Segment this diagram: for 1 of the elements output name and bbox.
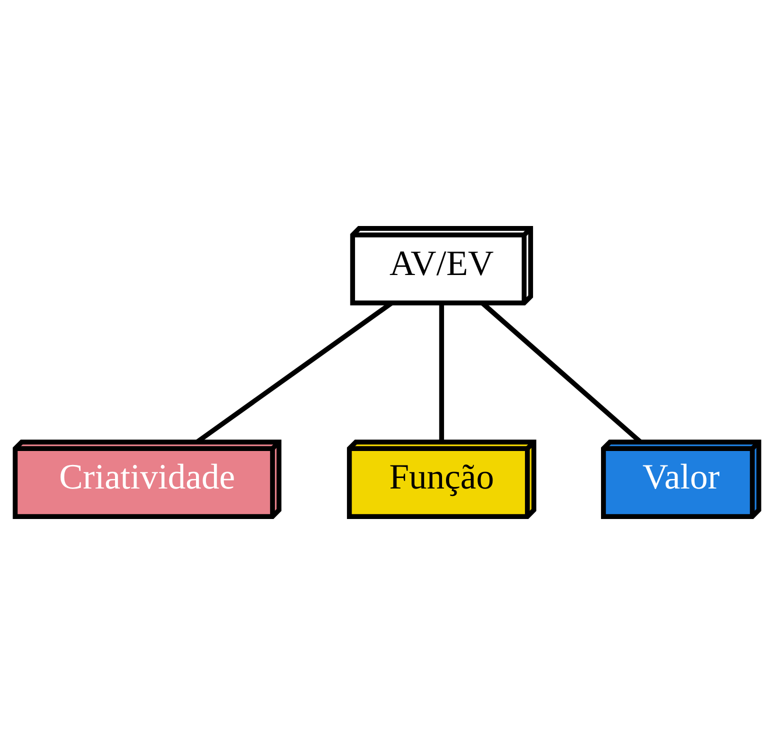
- connector: [439, 302, 444, 442]
